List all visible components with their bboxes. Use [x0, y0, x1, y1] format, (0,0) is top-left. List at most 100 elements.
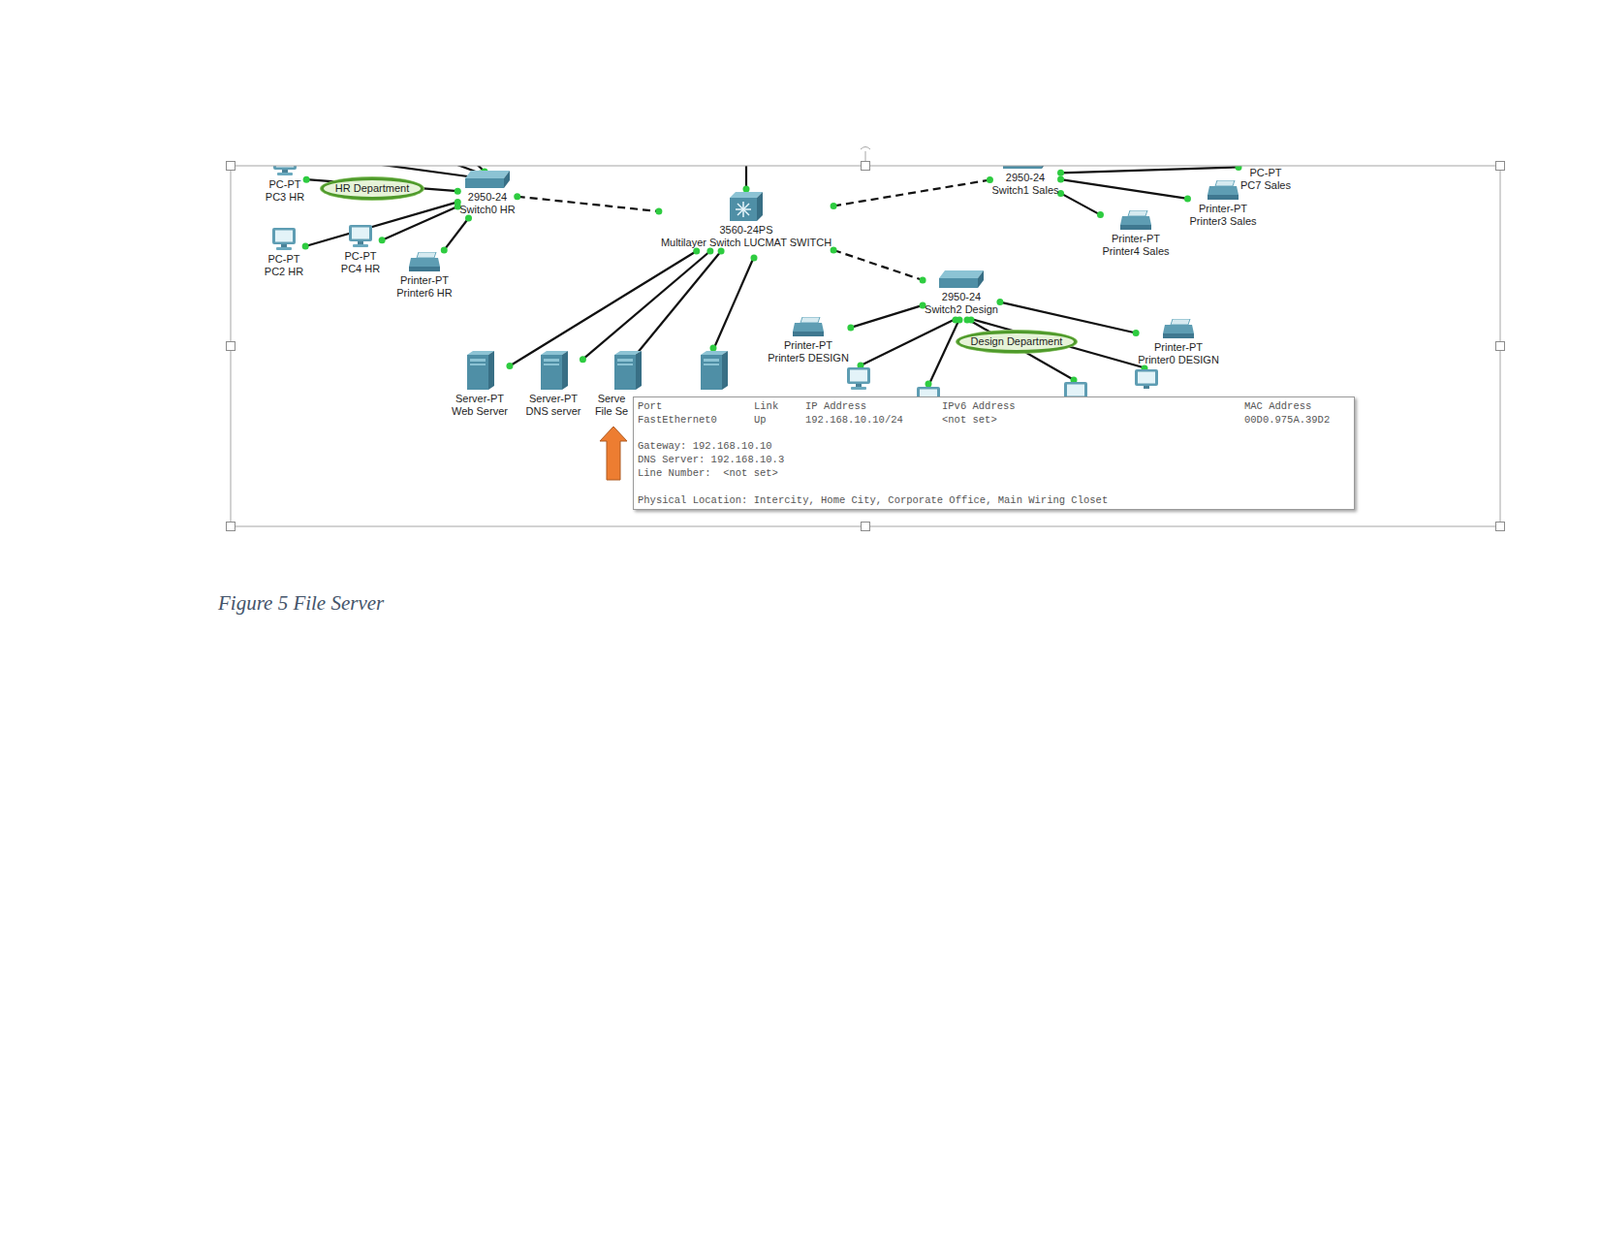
drawing-part	[1162, 324, 1194, 334]
link-lights	[471, 168, 1149, 388]
drawing-part	[465, 170, 510, 179]
pc-icon	[270, 165, 300, 176]
drawing-part	[847, 367, 871, 390]
topology-screenshot: HR Department PC-PTPC3 HR 2950-24Switch0 H…	[230, 165, 1501, 527]
device-model: Server-PT	[529, 392, 578, 406]
device-model: Serve	[597, 392, 627, 406]
link-light	[1097, 211, 1104, 219]
link-light	[440, 247, 448, 254]
drawing-part	[230, 165, 1501, 527]
drawing-part	[562, 350, 568, 390]
straight-link	[1061, 192, 1101, 215]
link-light	[1184, 194, 1192, 202]
network-device: 2950-24Switch0 HR	[459, 170, 515, 217]
table-header: MAC Address	[1244, 400, 1312, 412]
drawing-part	[849, 370, 868, 382]
port-detail: Line Number: <not set>	[637, 467, 779, 479]
drawing-part	[277, 172, 293, 176]
drawing-part	[416, 251, 437, 258]
printer-icon	[1118, 210, 1154, 230]
drawing-part	[276, 165, 294, 168]
drawing-part	[275, 230, 293, 243]
drawing-part	[226, 522, 236, 532]
drawing-part	[226, 161, 236, 171]
link-light	[465, 215, 472, 222]
device-name: Design Department	[971, 335, 1064, 348]
link-light	[986, 176, 994, 184]
drawing-part	[408, 257, 440, 267]
network-device: Server-PTDNS server	[526, 350, 582, 418]
drawing-part	[617, 363, 633, 366]
link-light	[1057, 176, 1065, 184]
straight-link	[443, 218, 469, 251]
table-cell: FastEthernet0	[637, 413, 718, 426]
network-device: PC-PTPC4 HR	[341, 223, 380, 276]
straight-link	[850, 305, 923, 328]
drawing-part	[700, 354, 722, 390]
table-header: Port	[637, 400, 662, 412]
straight-link	[629, 250, 722, 362]
drawing-part	[540, 354, 563, 390]
device-name: PC7 Sales	[1240, 179, 1291, 192]
straight-link	[1061, 179, 1189, 199]
crossover-link	[833, 180, 990, 207]
drawing-part	[861, 161, 871, 171]
server-icon	[700, 350, 728, 390]
pointer-arrow	[599, 426, 628, 480]
switch-icon	[939, 270, 984, 288]
drawing-part	[800, 316, 820, 323]
device-name: Switch2 Design	[924, 303, 999, 316]
link-light	[718, 248, 725, 255]
drawing-part	[1041, 165, 1048, 169]
link-light	[454, 188, 462, 195]
device-model: PC-PT	[1249, 166, 1282, 180]
drawing-part	[543, 363, 560, 366]
device-name: Printer5 DESIGN	[767, 351, 849, 365]
drawing-part	[850, 386, 867, 390]
network-device: 2950-24Switch2 Design	[924, 270, 999, 316]
crossover-link	[833, 250, 923, 281]
drawing-part	[1066, 384, 1085, 397]
department-label: Design Department	[956, 330, 1078, 353]
drawing-part	[317, 165, 475, 178]
department-label: HR Department	[320, 177, 424, 200]
network-device: PC-PTPC3 HR	[265, 165, 305, 204]
device-model: Printer-PT	[1154, 341, 1203, 354]
device-name: Switch1 Sales	[991, 184, 1059, 197]
table-header: Link	[753, 400, 779, 412]
link-light	[655, 208, 662, 216]
drawing-part	[1496, 342, 1506, 351]
link-light	[505, 362, 513, 370]
drawing-part	[357, 241, 364, 245]
device-model: Printer-PT	[1111, 232, 1161, 246]
drawing-part	[971, 318, 1147, 369]
network-device: 3560-24PSMultilayer Switch LUCMAT SWITCH	[660, 191, 832, 250]
drawing-part	[1170, 318, 1191, 325]
drawing-part	[1120, 224, 1152, 230]
device-model: 3560-24PS	[719, 223, 773, 237]
drawing-part	[1134, 369, 1159, 389]
network-device: Printer-PTPrinter4 Sales	[1101, 210, 1169, 258]
port-detail: DNS Server: 192.168.10.3	[637, 453, 785, 466]
drawing-part	[855, 383, 862, 387]
drawing-part	[713, 256, 754, 350]
network-device: Server-PTWeb Server	[451, 350, 508, 418]
device-name: PC2 HR	[264, 265, 304, 279]
device-model: PC-PT	[269, 178, 302, 191]
drawing-part	[1207, 194, 1239, 200]
drawing-part	[617, 358, 633, 362]
link-light	[303, 176, 311, 184]
device-model: Server-PT	[455, 392, 504, 406]
drawing-part	[467, 354, 489, 390]
port-detail: Gateway: 192.168.10.10	[637, 439, 773, 452]
drawing-part	[968, 316, 975, 324]
table-cell: 00D0.975A.39D2	[1244, 413, 1330, 426]
device-model: PC-PT	[268, 252, 301, 266]
drawing-part	[614, 354, 636, 390]
drawing-part	[1215, 180, 1235, 187]
link-light	[1057, 169, 1065, 177]
drawing-part	[488, 350, 495, 390]
network-device: PC-PTPC2 HR	[264, 226, 304, 279]
drawing-part	[226, 342, 236, 351]
pc-icon	[269, 226, 299, 251]
